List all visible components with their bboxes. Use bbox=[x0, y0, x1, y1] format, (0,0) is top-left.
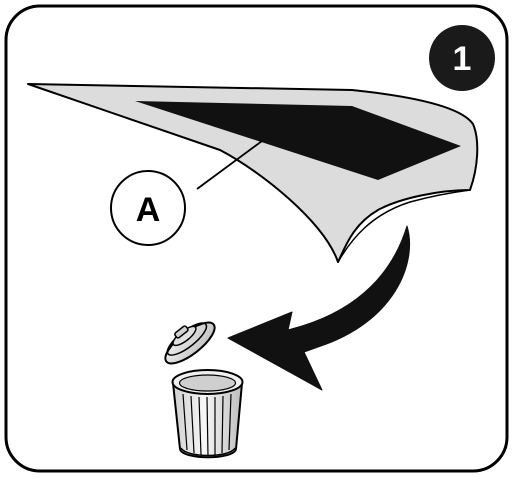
callout-label: A bbox=[136, 191, 161, 229]
panel-frame bbox=[6, 6, 507, 471]
step-badge: 1 bbox=[429, 25, 495, 91]
step-number: 1 bbox=[453, 40, 472, 78]
